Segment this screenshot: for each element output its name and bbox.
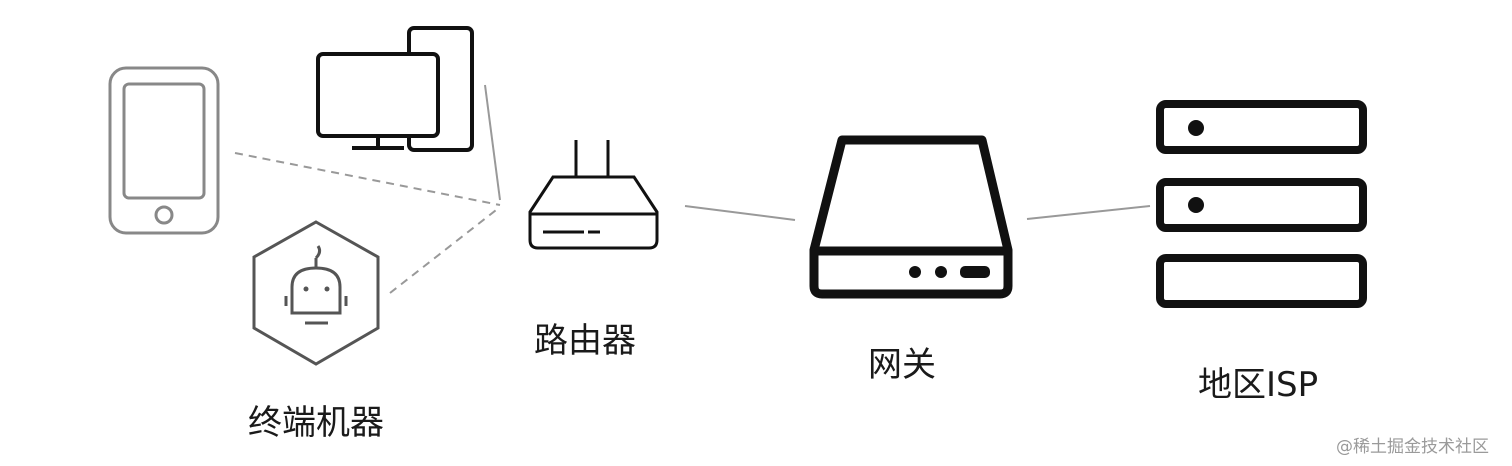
isp-label: 地区ISP	[1198, 365, 1319, 405]
router-icon	[528, 140, 659, 250]
phone-icon	[108, 66, 220, 235]
gateway-label: 网关	[868, 345, 936, 385]
robot-router-link	[389, 206, 501, 294]
phone-router-link	[234, 152, 501, 206]
router-gateway-link	[684, 205, 796, 221]
gateway-icon	[809, 135, 1013, 299]
desktop-computer-icon	[316, 26, 474, 152]
connections	[234, 84, 1151, 294]
robot-icon	[252, 220, 380, 366]
isp-server-icon	[1156, 100, 1367, 308]
terminal-label: 终端机器	[248, 403, 384, 443]
router-label: 路由器	[534, 321, 636, 361]
watermark: @稀土掘金技术社区	[1336, 437, 1489, 457]
desktop-router-link	[484, 84, 501, 201]
gateway-isp-link	[1026, 205, 1151, 220]
